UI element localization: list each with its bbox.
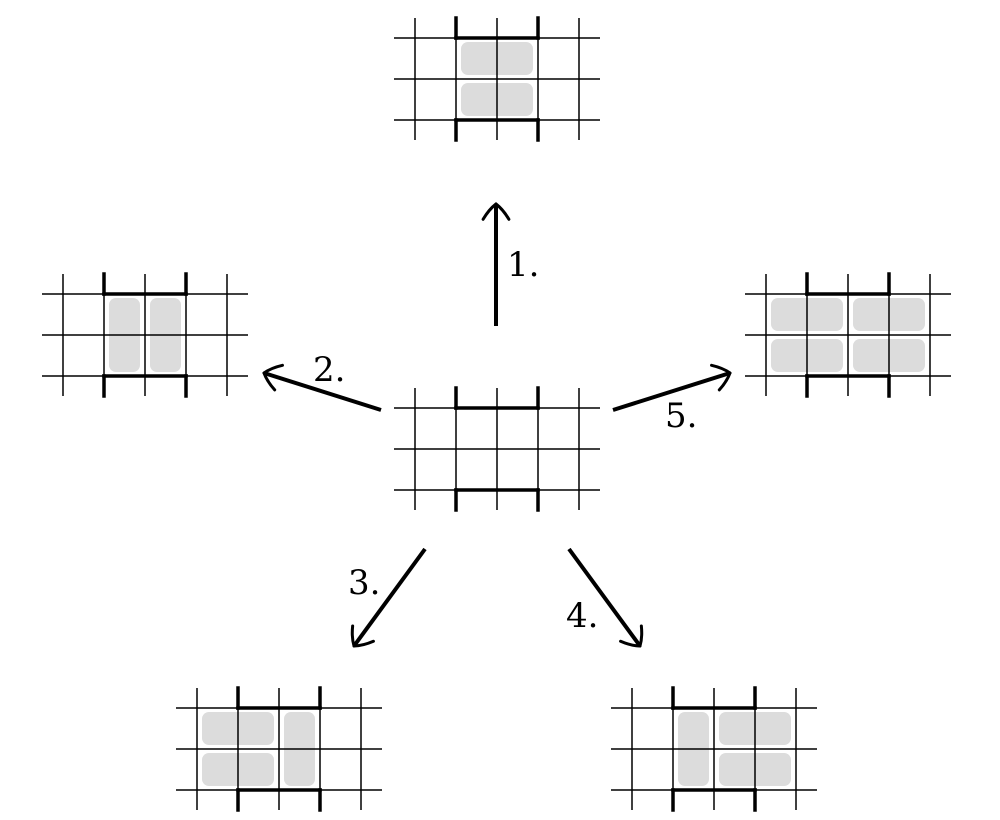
arrow-2 [262, 363, 382, 412]
arrow-label-4: 4. [566, 596, 598, 636]
arrow-label-5: 5. [665, 396, 697, 436]
arrow-head [494, 202, 511, 221]
grid-panel-case-4 [611, 686, 817, 812]
arrow-shaft [567, 547, 642, 648]
arrow-1 [481, 202, 511, 326]
arrow-label-2: 2. [313, 350, 345, 390]
arrow-label-1: 1. [507, 245, 539, 285]
arrow-shaft [352, 547, 427, 648]
arrow-head [717, 371, 732, 392]
grid-panel-center [394, 386, 600, 512]
arrow-shaft [263, 371, 382, 412]
grid-panel-case-1 [394, 16, 600, 142]
arrow-4 [567, 547, 644, 648]
arrow-3 [350, 547, 427, 648]
arrow-5 [612, 363, 732, 412]
arrow-head [710, 363, 732, 375]
arrow-head [619, 639, 642, 648]
arrow-label-3: 3. [348, 563, 380, 603]
arrow-head [262, 371, 277, 392]
arrow-shaft [612, 371, 731, 412]
grid-panel-case-5 [745, 272, 951, 398]
grid-panel-case-2 [42, 272, 248, 398]
arrow-head [352, 639, 375, 648]
arrow-head [481, 202, 498, 221]
grid-panel-case-3 [176, 686, 382, 812]
arrow-head [350, 624, 356, 648]
arrow-head [262, 363, 284, 375]
arrow-head [638, 624, 644, 648]
